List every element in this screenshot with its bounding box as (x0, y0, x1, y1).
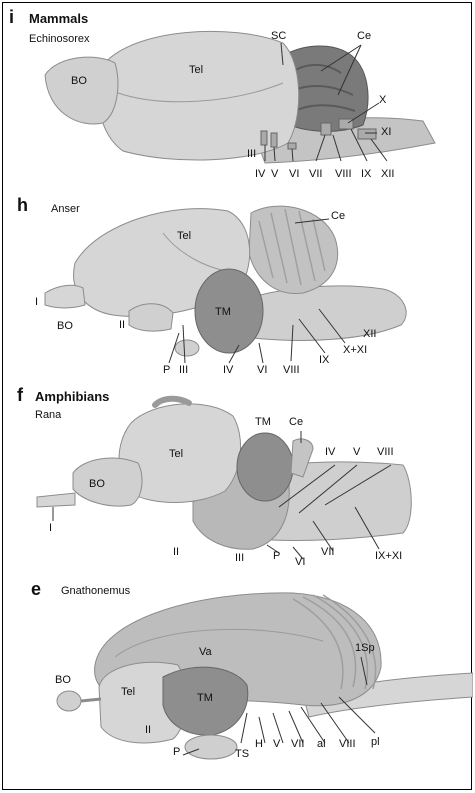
label-xi: XI (381, 127, 391, 138)
label-h: H (255, 739, 263, 750)
panel-birds: h Anser Tel Ce I BO II TM XII X+XI P III… (3, 193, 473, 379)
olfactory-nerve-shape (37, 493, 75, 507)
label-ce: Ce (357, 31, 371, 42)
label-tel: Tel (189, 65, 203, 76)
label-x: X (379, 95, 386, 106)
label-ts: TS (235, 749, 249, 760)
label-bo: BO (71, 76, 87, 87)
label-iv: IV (325, 447, 335, 458)
label-v: V (271, 169, 278, 180)
optic-tectum-shape (237, 433, 293, 501)
genus-label-rana: Rana (35, 409, 61, 421)
olfactory-tract (81, 699, 101, 701)
label-vii: VII (309, 169, 322, 180)
label-iii: III (235, 553, 244, 564)
label-ix-xi: IX+XI (375, 551, 402, 562)
label-v: V (353, 447, 360, 458)
olfactory-bulb-shape (73, 458, 142, 506)
panel-amphibians: f Amphibians Rana TM Ce Tel IV V VIII BO… (3, 381, 473, 573)
label-bo: BO (55, 675, 71, 686)
panel-mammals: i Mammals Echinosorex BO Tel SC Ce X XI … (3, 3, 473, 193)
label-ix: IX (361, 169, 371, 180)
panel-letter-e: e (31, 579, 41, 600)
label-vi: VI (257, 365, 267, 376)
label-p: P (163, 365, 170, 376)
label-iv: IV (255, 169, 265, 180)
label-viii: VIII (377, 447, 394, 458)
olfactory-bulb-shape (45, 57, 118, 124)
genus-label-gnathonemus: Gnathonemus (61, 585, 130, 597)
label-tel: Tel (121, 687, 135, 698)
panel-fish: e Gnathonemus Va 1Sp BO Tel TM II P TS H… (3, 577, 473, 789)
label-ce: Ce (331, 211, 345, 222)
label-ce: Ce (289, 417, 303, 428)
label-va: Va (199, 647, 212, 658)
label-pl: pl (371, 737, 380, 748)
label-al: al (317, 739, 326, 750)
label-xii: XII (363, 329, 376, 340)
anser-brain-drawing (3, 193, 473, 379)
genus-label-anser: Anser (51, 203, 80, 215)
label-vi: VI (295, 557, 305, 568)
label-xii: XII (381, 169, 394, 180)
panel-letter-h: h (17, 195, 28, 216)
hypothalamus-shape (185, 735, 237, 759)
label-viii: VIII (283, 365, 300, 376)
pituitary-shape (175, 340, 199, 356)
label-iii: III (179, 365, 188, 376)
label-viii: VIII (339, 739, 356, 750)
label-iii: III (247, 149, 256, 160)
label-vii: VII (321, 547, 334, 558)
label-ii: II (145, 725, 151, 736)
label-bo: BO (89, 479, 105, 490)
label-tm: TM (255, 417, 271, 428)
label-ii: II (119, 320, 125, 331)
group-label-amphibians: Amphibians (35, 389, 109, 404)
label-tm: TM (197, 693, 213, 704)
label-ix: IX (319, 355, 329, 366)
label-vii: VII (291, 739, 304, 750)
optic-nerve-shape (129, 304, 173, 331)
label-1sp: 1Sp (355, 643, 375, 654)
rana-brain-drawing (3, 381, 473, 573)
label-p: P (273, 551, 280, 562)
label-p: P (173, 747, 180, 758)
label-viii: VIII (335, 169, 352, 180)
label-i: I (49, 523, 52, 534)
label-iv: IV (223, 365, 233, 376)
olfactory-bulb-shape (57, 691, 81, 711)
label-vi: VI (289, 169, 299, 180)
label-bo: BO (57, 321, 73, 332)
panel-letter-i: i (9, 7, 14, 28)
label-i: I (35, 297, 38, 308)
group-label-mammals: Mammals (29, 11, 88, 26)
label-tel: Tel (169, 449, 183, 460)
genus-label-echinosorex: Echinosorex (29, 33, 90, 45)
label-v: V (273, 739, 280, 750)
olfactory-bulb-shape (45, 285, 85, 308)
label-x-xi: X+XI (343, 345, 367, 356)
label-tm: TM (215, 307, 231, 318)
label-sc: SC (271, 31, 286, 42)
echinosorex-brain-drawing (3, 3, 473, 193)
label-ii: II (173, 547, 179, 558)
panel-letter-f: f (17, 385, 23, 406)
label-tel: Tel (177, 231, 191, 242)
